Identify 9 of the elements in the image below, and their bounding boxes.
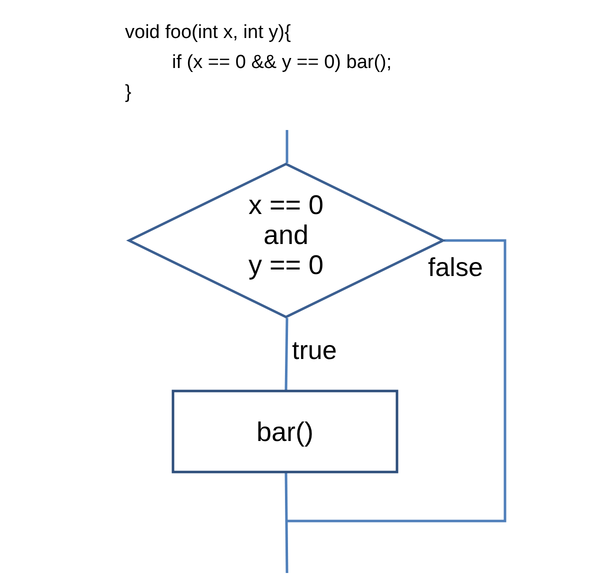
connector-line: [284, 472, 288, 574]
connector-line: [286, 130, 288, 163]
code-line: }: [125, 82, 132, 104]
connector-line: [287, 239, 506, 522]
node-text: x == 0 and y == 0: [247, 190, 325, 280]
code-line: void foo(int x, int y){: [125, 22, 291, 44]
connector-line: [284, 318, 288, 390]
code-line: if (x == 0 && y == 0) bar();: [172, 52, 392, 74]
node-text: bar(): [255, 416, 314, 446]
